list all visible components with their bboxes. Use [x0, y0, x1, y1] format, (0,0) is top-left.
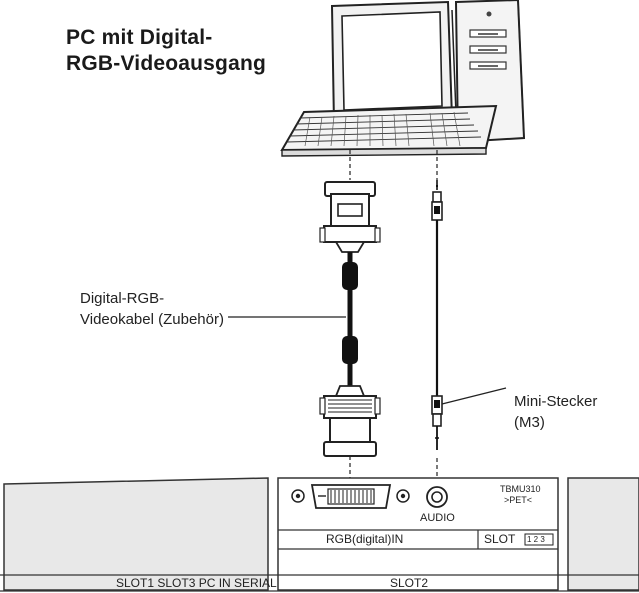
slot2-label: SLOT2 — [390, 576, 429, 590]
dvi-plug-icon — [319, 181, 381, 253]
mini-jack-plug-icon — [431, 180, 443, 221]
model-label-line1: TBMU310 — [500, 484, 541, 494]
keyboard-icon — [280, 104, 498, 157]
audio-jack-icon — [426, 486, 448, 508]
dvi-cable — [342, 252, 358, 386]
pc-monitor-icon — [330, 0, 457, 137]
bottom-slot-strip: SLOT1 SLOT3 PC IN SERIAL — [116, 576, 277, 590]
plug-callout-line2: (M3) — [514, 414, 545, 431]
slot-badge: 1 2 3 — [527, 535, 545, 544]
cable-callout-line2: Videokabel (Zubehör) — [80, 311, 224, 328]
dvi-plug-icon — [319, 385, 381, 457]
rgb-digital-in-label: RGB(digital)IN — [326, 532, 404, 546]
cable-callout-line1: Digital-RGB- — [80, 290, 165, 307]
slot-badge-box — [524, 533, 554, 546]
diagram-title-line1: PC mit Digital- — [66, 26, 213, 49]
plug-callout-leader — [441, 387, 507, 405]
diagram-title-line2: RGB-Videoausgang — [66, 52, 267, 75]
mini-jack-plug-icon — [431, 395, 443, 450]
projector-panel — [0, 477, 639, 592]
audio-label: AUDIO — [420, 512, 455, 524]
dvi-port-icon — [291, 484, 410, 509]
slot-label: SLOT — [484, 532, 516, 546]
model-label-line2: >PET< — [504, 495, 533, 505]
plug-callout-line1: Mini-Stecker — [514, 393, 598, 410]
